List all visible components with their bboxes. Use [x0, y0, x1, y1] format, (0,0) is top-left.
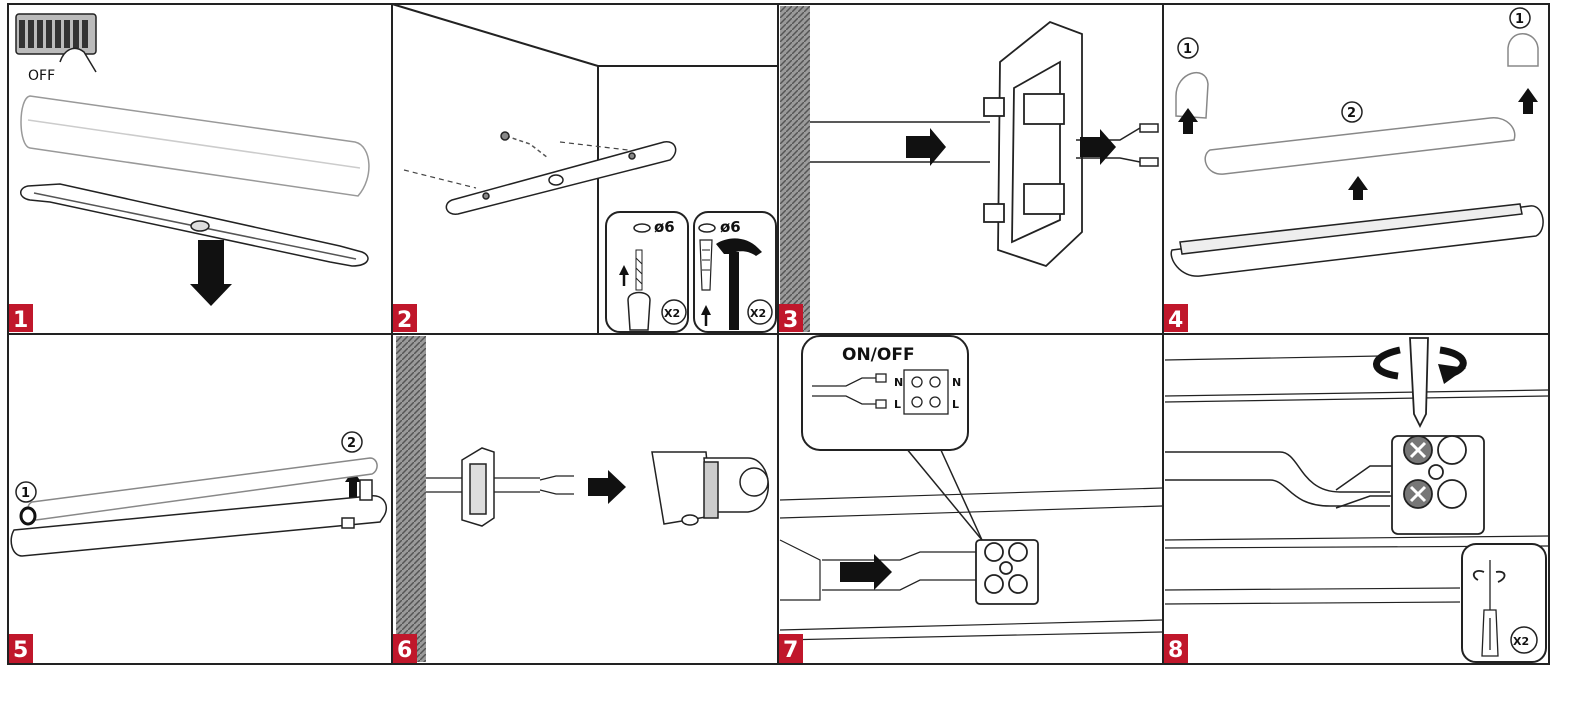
- terminal-l-right: L: [952, 398, 959, 411]
- step-badge-3: 3: [779, 304, 803, 333]
- drill-count-label: X2: [664, 307, 680, 320]
- cable: [1165, 451, 1400, 509]
- wall-plug-icon: [699, 239, 713, 326]
- down-arrow-icon: [190, 240, 232, 306]
- anchor-box: ø6 X2: [693, 211, 777, 333]
- callout-title: ON/OFF: [842, 345, 915, 365]
- wall-section: [780, 6, 810, 332]
- right-arrow-icon: [588, 470, 626, 504]
- light-base: [1170, 203, 1544, 277]
- svg-text:1: 1: [13, 308, 28, 333]
- anchor-diameter-label: ø6: [720, 218, 741, 236]
- screwdriver-box: X2: [1461, 543, 1547, 663]
- step-circle-left: 1: [15, 481, 37, 503]
- terminal-block: [975, 539, 1039, 605]
- switch-off-label: OFF: [28, 68, 55, 84]
- light-base: [20, 183, 369, 267]
- wall-bracket: [445, 131, 677, 215]
- callout-pointer: [905, 447, 983, 541]
- terminal-n-right: N: [952, 376, 961, 389]
- right-arrow-icon: [906, 128, 946, 166]
- step-circle-right: 2: [341, 431, 363, 453]
- panel-7: ON/OFF N N L L: [779, 335, 1163, 641]
- panel-3: [780, 6, 1159, 332]
- wall-corner: [391, 3, 778, 334]
- panel-grid: [7, 3, 1550, 665]
- panel-6: [396, 336, 770, 662]
- step-badge-5: 5: [9, 634, 33, 663]
- light-base: [10, 479, 388, 557]
- svg-text:4: 4: [1168, 308, 1183, 333]
- screwdriver-icon: [1409, 337, 1429, 429]
- step-badge-2: 2: [393, 304, 417, 333]
- svg-text:7: 7: [783, 638, 798, 663]
- end-cap-housing: [461, 447, 495, 527]
- panel-4: 1 1 2: [1170, 7, 1544, 277]
- small-screwdriver-icon: [1472, 560, 1506, 657]
- up-arrow-icon: [1348, 176, 1368, 200]
- right-arrow-icon: [840, 554, 892, 590]
- drill-diameter-label: ø6: [654, 218, 675, 236]
- step-badge-1: 1: [9, 304, 33, 333]
- terminal-n-left: N: [894, 376, 903, 389]
- svg-text:3: 3: [783, 308, 798, 333]
- step-circle-left-cap: 1: [1177, 37, 1199, 59]
- svg-text:1: 1: [1183, 42, 1192, 57]
- wire-fork: [539, 475, 574, 495]
- callout-pointer: [939, 447, 983, 541]
- drill-icon: [619, 249, 651, 331]
- panel-1: OFF: [15, 13, 370, 306]
- cable: [810, 121, 990, 163]
- right-end-cap: [1507, 33, 1539, 67]
- step-badge-4: 4: [1164, 304, 1188, 333]
- end-cap-housing: [983, 20, 1083, 268]
- terminal-l-left: L: [894, 398, 901, 411]
- step-badges: 1 2 3 4 5 6 7 8: [9, 304, 1188, 663]
- rail-lines: [779, 487, 1163, 641]
- wall-section: [396, 336, 426, 662]
- light-cover: [20, 95, 370, 197]
- svg-text:2: 2: [397, 308, 412, 333]
- screw-guides: [403, 141, 629, 189]
- rotate-arrow-head: [1438, 364, 1466, 384]
- breaker-switch-icon: [15, 13, 97, 73]
- right-arrow-icon: [1080, 129, 1116, 165]
- panel-8: X2: [1164, 337, 1549, 663]
- step-badge-7: 7: [779, 634, 803, 663]
- svg-text:6: 6: [397, 638, 412, 663]
- cable: [822, 551, 980, 591]
- up-arrow-icon: [1518, 88, 1538, 114]
- anchor-count-label: X2: [750, 307, 766, 320]
- svg-text:8: 8: [1168, 638, 1183, 663]
- diffuser-cover: [1204, 117, 1516, 175]
- step-circle-right-cap: 1: [1509, 7, 1531, 29]
- svg-text:1: 1: [21, 486, 30, 501]
- step-circle-cover: 2: [1341, 101, 1363, 123]
- panel-2: ø6 X2 ø6: [391, 3, 778, 334]
- svg-text:2: 2: [1347, 106, 1356, 121]
- svg-text:5: 5: [13, 638, 28, 663]
- svg-text:1: 1: [1515, 12, 1524, 27]
- step-badge-6: 6: [393, 634, 417, 663]
- screw-count-label: X2: [1513, 635, 1529, 648]
- svg-text:2: 2: [347, 436, 356, 451]
- hammer-icon: [716, 238, 762, 330]
- wiring-callout: ON/OFF N N L L: [801, 335, 969, 451]
- end-cap-assembled: [651, 451, 770, 526]
- terminal-block: [1391, 435, 1485, 535]
- step-badge-8: 8: [1164, 634, 1188, 663]
- drill-box: ø6 X2: [605, 211, 689, 333]
- up-arrow-icon: [1178, 108, 1198, 134]
- left-end-cap: [1175, 72, 1209, 119]
- panel-5: 1 2: [10, 431, 388, 557]
